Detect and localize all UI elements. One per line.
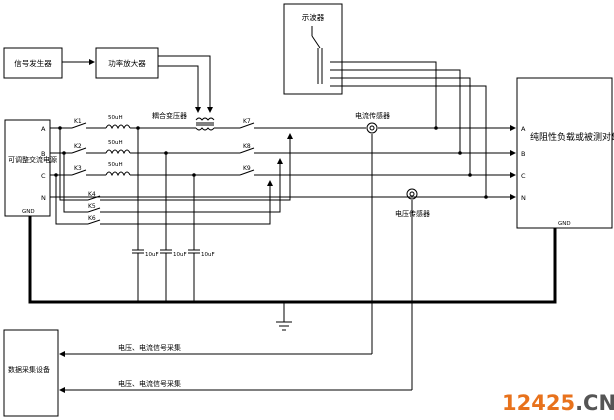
source-n-label: N bbox=[41, 194, 46, 202]
switch-k4-label: K4 bbox=[88, 191, 96, 198]
inductor-a-label: 50uH bbox=[108, 115, 123, 121]
switch-k7 bbox=[239, 122, 255, 129]
watermark: 12425.CN bbox=[502, 391, 614, 415]
load-box bbox=[516, 77, 613, 229]
switch-k4 bbox=[87, 195, 101, 201]
switch-k3 bbox=[71, 169, 87, 176]
watermark-suffix: .CN bbox=[575, 391, 614, 415]
load-b-label: B bbox=[521, 150, 525, 158]
source-gnd-label: GND bbox=[22, 209, 35, 215]
capacitor-2-label: 10uF bbox=[173, 252, 187, 258]
source-b-label: B bbox=[41, 150, 45, 158]
switch-k8-label: K8 bbox=[243, 143, 251, 150]
coupling-transformer-label: 耦合变压器 bbox=[152, 111, 187, 120]
switch-k9-label: K9 bbox=[243, 165, 251, 172]
switch-k2-label: K2 bbox=[74, 143, 82, 150]
switch-k1 bbox=[71, 122, 87, 129]
power-amplifier-box bbox=[95, 47, 159, 79]
oscilloscope-label: 示波器 bbox=[302, 12, 325, 22]
signal-label-1: 电压、电流信号采集 bbox=[118, 343, 181, 352]
load-label: 纯阻性负载或被测对象UUT bbox=[530, 131, 614, 143]
daq-box bbox=[3, 329, 59, 417]
load-gnd-label: GND bbox=[558, 221, 571, 227]
ac-source-box bbox=[4, 119, 51, 217]
oscilloscope-box bbox=[283, 3, 343, 95]
switch-k6 bbox=[87, 219, 101, 225]
current-sensor bbox=[366, 122, 378, 134]
source-a-label: A bbox=[41, 125, 46, 133]
switch-k5-label: K5 bbox=[88, 203, 96, 210]
capacitor-1-label: 10uF bbox=[145, 252, 159, 258]
transformer-coil-top bbox=[195, 117, 215, 121]
transformer-coil-bottom bbox=[195, 127, 215, 131]
load-n-label: N bbox=[521, 194, 526, 202]
switch-k8 bbox=[239, 147, 255, 154]
inductor-a bbox=[105, 124, 131, 130]
switch-k2 bbox=[71, 147, 87, 154]
switch-k5 bbox=[87, 207, 101, 213]
switch-k3-label: K3 bbox=[74, 165, 82, 172]
capacitor-3-label: 10uF bbox=[201, 252, 215, 258]
source-c-label: C bbox=[41, 172, 46, 180]
ac-source-label: 可调整交流电源 bbox=[8, 155, 57, 164]
voltage-sensor-label: 电压传感器 bbox=[395, 209, 430, 218]
signal-generator-box bbox=[3, 47, 63, 79]
ground-symbol bbox=[276, 302, 292, 331]
watermark-digits: 12425 bbox=[502, 391, 575, 415]
inductor-b bbox=[105, 149, 131, 155]
inductor-b-label: 50uH bbox=[108, 140, 123, 146]
switch-k9 bbox=[239, 169, 255, 176]
load-c-label: C bbox=[521, 172, 526, 180]
signal-label-2: 电压、电流信号采集 bbox=[118, 379, 181, 388]
current-sensor-label: 电流传感器 bbox=[355, 111, 390, 120]
switch-k7-label: K7 bbox=[243, 118, 251, 125]
load-a-label: A bbox=[521, 125, 526, 133]
inductor-c bbox=[105, 171, 131, 177]
daq-label: 数据采集设备 bbox=[8, 365, 50, 374]
switch-k1-label: K1 bbox=[74, 118, 82, 125]
ground-bus bbox=[28, 216, 557, 304]
signal-generator-label: 信号发生器 bbox=[14, 58, 52, 68]
voltage-sensor bbox=[406, 188, 418, 200]
power-amplifier-label: 功率放大器 bbox=[108, 58, 146, 68]
switch-k6-label: K6 bbox=[88, 215, 96, 222]
inductor-c-label: 50uH bbox=[108, 162, 123, 168]
